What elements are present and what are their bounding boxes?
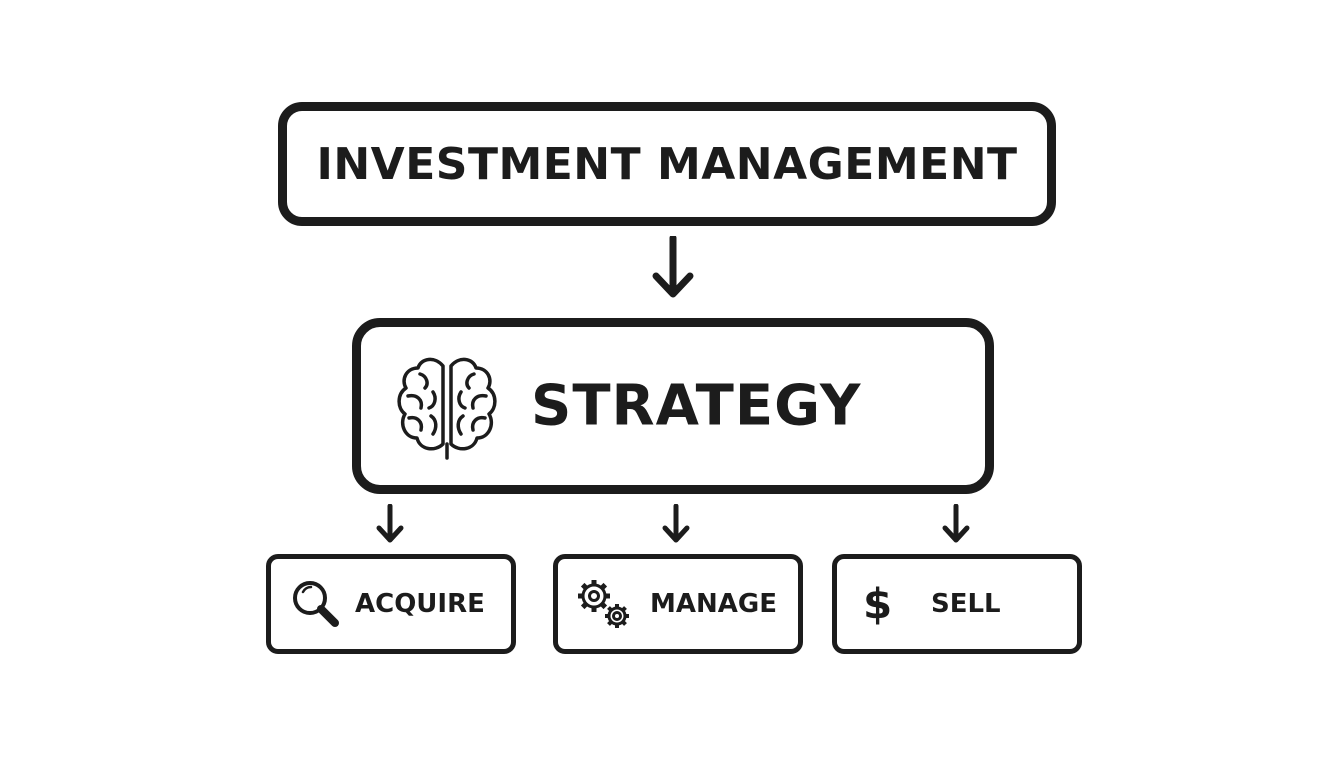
manage-label: MANAGE [650,589,777,619]
sell-box: $ SELL [832,554,1082,654]
strategy-label: STRATEGY [531,373,862,439]
brain-icon [397,357,497,460]
arrow-down-icon [662,504,690,543]
dollar-sign-icon: $ [863,579,893,629]
investment-management-label: INVESTMENT MANAGEMENT [316,138,1018,190]
arrow-down-icon [942,504,970,543]
arrow-down-icon [376,504,404,543]
gears-icon [578,580,629,628]
strategy-box: STRATEGY [352,318,994,494]
arrow-down-icon [652,236,694,298]
sell-label: SELL [931,589,1001,619]
acquire-label: ACQUIRE [355,589,485,619]
magnifying-glass-icon [293,581,339,627]
investment-management-box: INVESTMENT MANAGEMENT [278,102,1056,226]
manage-box: MANAGE [553,554,803,654]
acquire-box: ACQUIRE [266,554,516,654]
